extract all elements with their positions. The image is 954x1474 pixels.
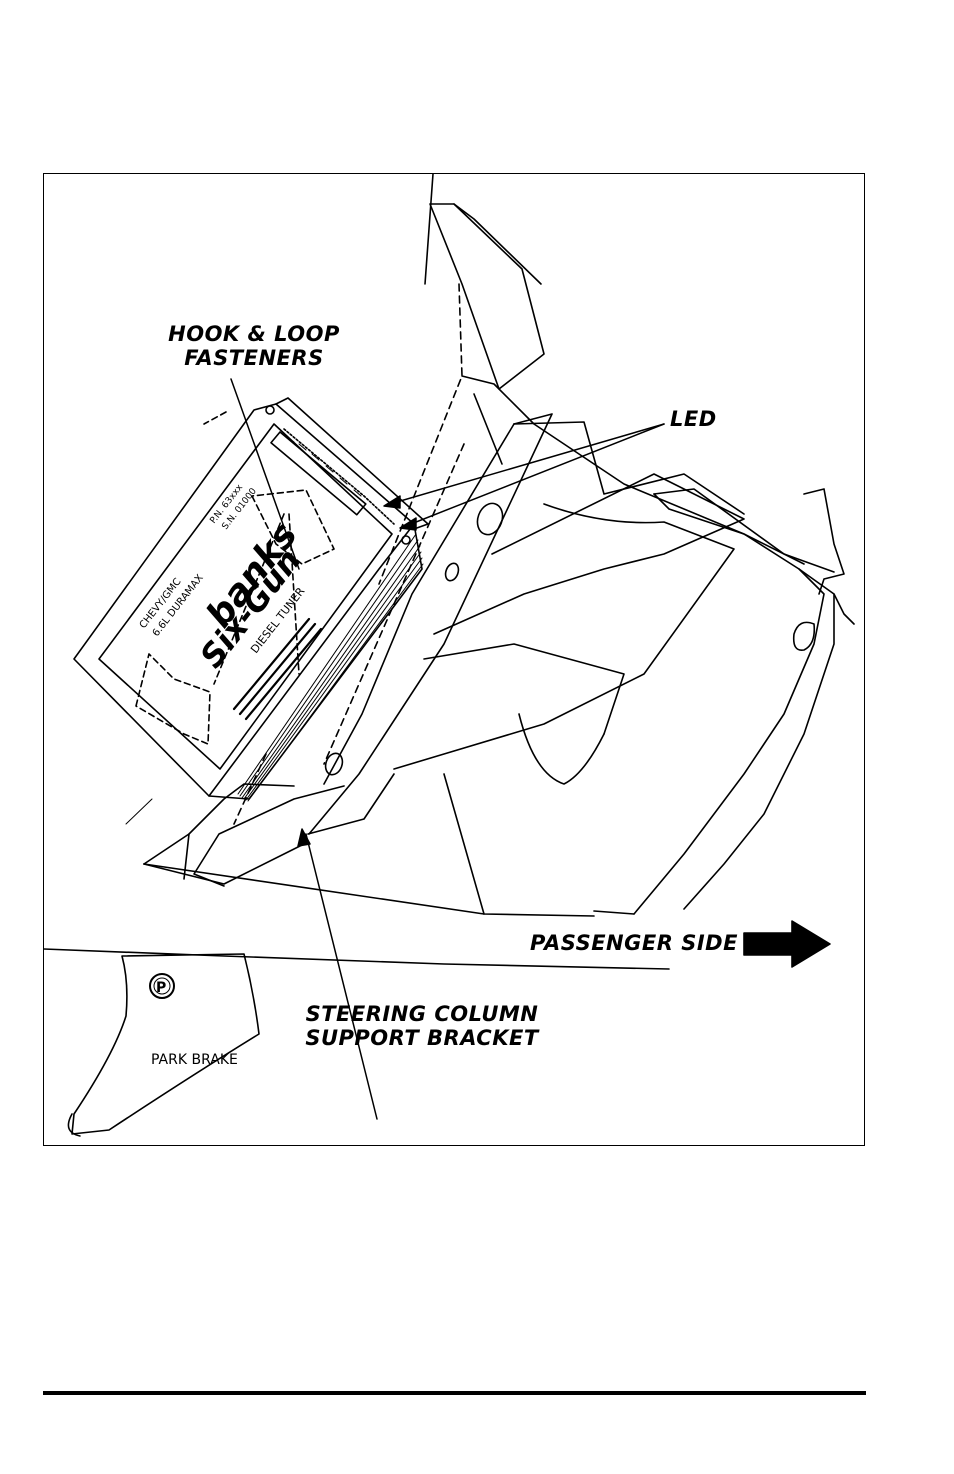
park-brake-label: PARK BRAKE [151,1052,238,1068]
installation-diagram: banks Six-Gun DIESEL TUNER CHEVY/GMC 6.6… [44,174,865,1146]
park-brake-symbol: P [156,980,166,996]
steering-line2: SUPPORT BRACKET [302,1026,542,1050]
tuner-module: banks Six-Gun DIESEL TUNER CHEVY/GMC 6.6… [74,398,428,824]
steering-bracket-callout: STEERING COLUMN SUPPORT BRACKET [302,1002,542,1050]
right-panel [594,489,854,914]
passenger-side-arrow-icon [744,921,830,967]
park-brake-pedal: P PARK BRAKE [68,954,259,1136]
footer-rule [43,1391,866,1395]
passenger-side-label: PASSENGER SIDE [530,931,738,955]
figure-frame: banks Six-Gun DIESEL TUNER CHEVY/GMC 6.6… [43,173,865,1146]
hook-loop-line2: FASTENERS [164,346,344,370]
led-callout: LED [670,407,717,431]
steering-line1: STEERING COLUMN [302,1002,542,1026]
hook-loop-line1: HOOK & LOOP [164,322,344,346]
hook-loop-callout: HOOK & LOOP FASTENERS [164,322,344,370]
